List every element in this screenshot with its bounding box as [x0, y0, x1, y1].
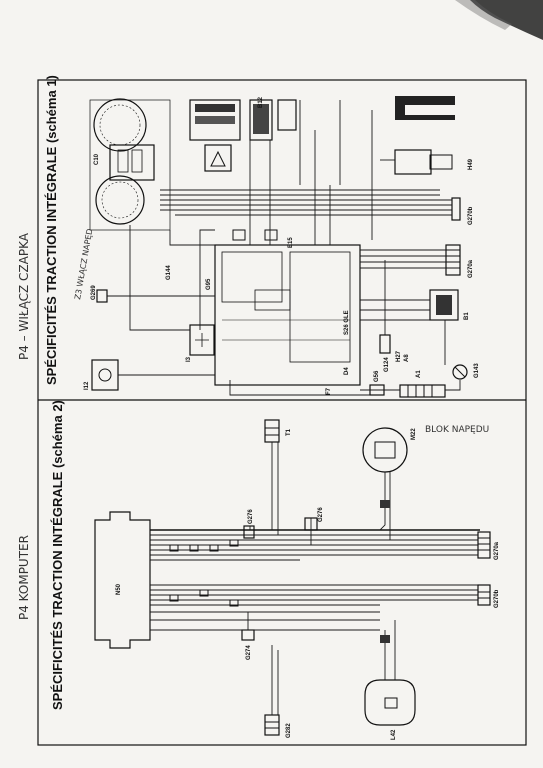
ground-g270b-2 [477, 584, 491, 606]
label-a8: A8 [404, 354, 410, 362]
label-d4: D4 [344, 367, 350, 375]
connector-g276-a [243, 525, 255, 539]
schema1-title: SPÉCIFICITÉS TRACTION INTÉGRALE (schéma … [44, 75, 59, 385]
label-t1: T1 [286, 428, 292, 436]
label-g274-bottom: G274 [246, 645, 252, 660]
label-e15: E15 [288, 237, 294, 248]
label-i12: I12 [84, 381, 90, 390]
schema1-wiring [107, 100, 461, 396]
lamp-g143 [452, 364, 468, 380]
schema-1: SPÉCIFICITÉS TRACTION INTÉGRALE (schéma … [44, 75, 480, 398]
connector-g282 [264, 714, 280, 736]
label-a1: A1 [416, 370, 422, 378]
label-f7: F7 [326, 387, 332, 395]
connector-g124 [379, 334, 391, 354]
diagram-frame [37, 79, 527, 746]
switch-b1 [429, 289, 459, 321]
connector-block-top [189, 99, 273, 141]
label-n50: N50 [116, 583, 122, 595]
label-g269: G269 [91, 285, 97, 300]
central-module [214, 229, 361, 386]
connector-t1 [264, 419, 280, 443]
handwritten-note-bottom: P4 KOMPUTER [17, 535, 31, 620]
relay-i3 [189, 324, 215, 356]
label-b12: B12 [258, 96, 264, 108]
label-g143: G143 [474, 363, 480, 378]
connector-a1 [399, 384, 446, 398]
schema-2: SPÉCIFICITÉS TRACTION INTÉGRALE (schéma … [50, 400, 500, 740]
ground-g270b-1 [451, 197, 461, 221]
label-g276-b: G276 [318, 507, 324, 522]
label-g282: G282 [286, 723, 292, 738]
label-h49: H49 [468, 158, 474, 170]
label-i3: I3 [186, 356, 192, 362]
scan-smudge [470, 0, 543, 40]
label-b1: B1 [464, 312, 470, 320]
scan-smudge-fade [455, 0, 512, 30]
schema2-title: SPÉCIFICITÉS TRACTION INTÉGRALE (schéma … [50, 400, 65, 710]
connector-i12 [91, 359, 119, 391]
sensor-l42 [364, 679, 416, 726]
motor-m22 [362, 427, 408, 473]
label-h27: H27 [396, 350, 402, 362]
label-g270b-2: G270b [494, 589, 500, 608]
label-g144: G144 [166, 265, 172, 280]
hazard-switch [204, 144, 232, 172]
ground-g270a-2 [477, 531, 491, 559]
handwritten-note-top: P4 – WIŁĄCZ CZAPKA [17, 232, 31, 360]
label-l42: L42 [391, 729, 397, 740]
label-g270a-2: G270a [494, 541, 500, 560]
ground-g270a-1 [445, 244, 461, 276]
handwritten-module-note: BLOK NAPĘDU [425, 425, 489, 435]
label-g124: G124 [384, 357, 390, 372]
connector-g274-bottom [241, 629, 255, 641]
label-g56: G56 [374, 370, 380, 382]
instrument-cluster [89, 98, 171, 231]
label-g276-a: G276 [248, 509, 254, 524]
label-c10: C10 [94, 153, 100, 165]
label-s26: S26 GLE [344, 310, 350, 335]
label-m22: M22 [411, 428, 417, 440]
label-g95: G95 [206, 278, 212, 290]
control-unit-n50 [94, 511, 151, 649]
connector-g269 [96, 289, 108, 303]
relay-b12 [277, 99, 297, 131]
label-g270b-1: G270b [468, 206, 474, 225]
label-g270a-1: G270a [468, 259, 474, 278]
schema2-wiring [150, 442, 480, 715]
switch-h49 [394, 96, 455, 175]
